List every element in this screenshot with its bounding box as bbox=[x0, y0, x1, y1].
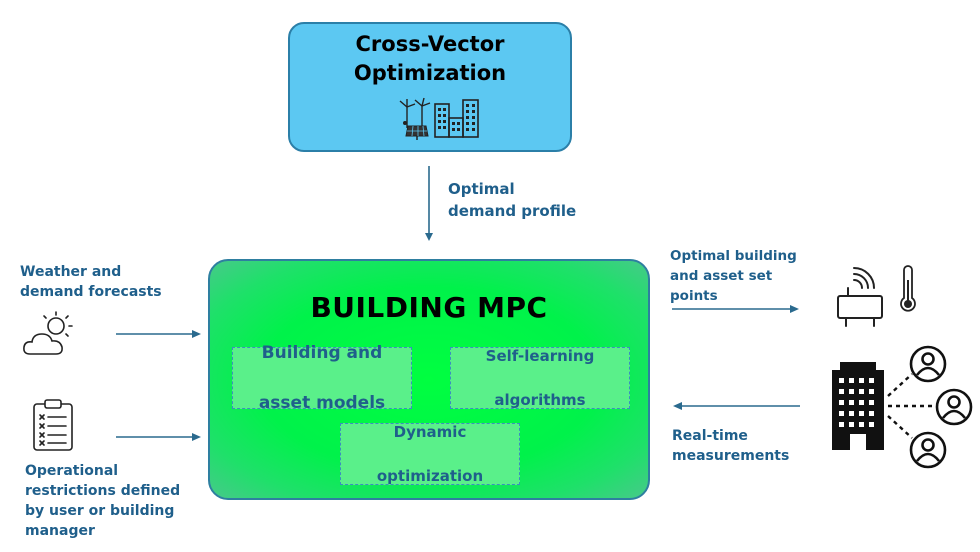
cross-vector-title: Cross-Vector Optimization bbox=[290, 30, 570, 88]
cross-vector-optimization-box: Cross-Vector Optimization bbox=[288, 22, 572, 152]
user-connections bbox=[887, 373, 936, 439]
weather-forecasts-label-line1: Weather and bbox=[20, 264, 122, 280]
demand-profile-label-line1: Optimal bbox=[448, 180, 515, 198]
building-mpc-title: BUILDING MPC bbox=[310, 291, 548, 324]
module-building-asset-models-line2: asset models bbox=[258, 392, 386, 413]
thermometer-icon bbox=[900, 265, 916, 312]
cross-vector-title-line2: Optimization bbox=[353, 61, 507, 85]
demand-profile-label: Optimal demand profile bbox=[448, 178, 576, 222]
module-self-learning-algorithms-line2: algorithms bbox=[494, 391, 586, 409]
weather-input-arrow bbox=[116, 330, 201, 338]
module-dynamic-optimization-line2: optimization bbox=[376, 467, 484, 485]
weather-cloud-sun-icon bbox=[23, 311, 73, 355]
setpoints-label-line2: and asset set bbox=[670, 268, 773, 284]
measurements-input-arrow bbox=[673, 402, 800, 410]
weather-forecasts-label: Weather and demand forecasts bbox=[20, 262, 162, 302]
city-buildings-icon bbox=[434, 99, 479, 138]
measurements-label-line1: Real-time bbox=[672, 428, 748, 444]
building-mpc-box: BUILDING MPC Building and asset models S… bbox=[208, 259, 650, 500]
operational-restrictions-label-line1: Operational bbox=[25, 463, 119, 479]
module-dynamic-optimization: Dynamic optimization bbox=[340, 423, 520, 485]
operational-restrictions-label-line2: restrictions defined bbox=[25, 483, 181, 499]
restrictions-input-arrow bbox=[116, 433, 201, 441]
cross-vector-title-line1: Cross-Vector bbox=[355, 32, 505, 56]
user-icon bbox=[909, 345, 947, 383]
module-self-learning-algorithms-line1: Self-learning bbox=[485, 347, 595, 365]
solar-panel-icon bbox=[403, 121, 429, 140]
module-self-learning-algorithms: Self-learning algorithms bbox=[450, 347, 630, 409]
setpoints-label-line3: points bbox=[670, 288, 718, 304]
demand-profile-arrow bbox=[425, 166, 433, 241]
user-icon bbox=[935, 388, 973, 426]
operational-restrictions-label: Operational restrictions defined by user… bbox=[25, 461, 180, 541]
measurements-label: Real-time measurements bbox=[672, 426, 789, 466]
setpoints-output-arrow bbox=[672, 305, 799, 313]
checklist-clipboard-icon bbox=[33, 399, 73, 451]
wind-turbine-icon bbox=[399, 97, 431, 128]
module-building-asset-models: Building and asset models bbox=[232, 343, 412, 413]
operational-restrictions-label-line4: manager bbox=[25, 523, 95, 539]
office-building-icon bbox=[832, 362, 884, 450]
module-building-asset-models-line1: Building and bbox=[261, 342, 383, 363]
measurements-label-line2: measurements bbox=[672, 448, 790, 464]
operational-restrictions-label-line3: by user or building bbox=[25, 503, 175, 519]
setpoints-label-line1: Optimal building bbox=[670, 248, 797, 264]
setpoints-label: Optimal building and asset set points bbox=[670, 246, 797, 306]
user-icon bbox=[909, 431, 947, 469]
weather-forecasts-label-line2: demand forecasts bbox=[20, 284, 162, 300]
demand-profile-label-line2: demand profile bbox=[448, 202, 577, 220]
wireless-router-icon bbox=[837, 267, 883, 327]
module-dynamic-optimization-line1: Dynamic bbox=[393, 423, 467, 441]
